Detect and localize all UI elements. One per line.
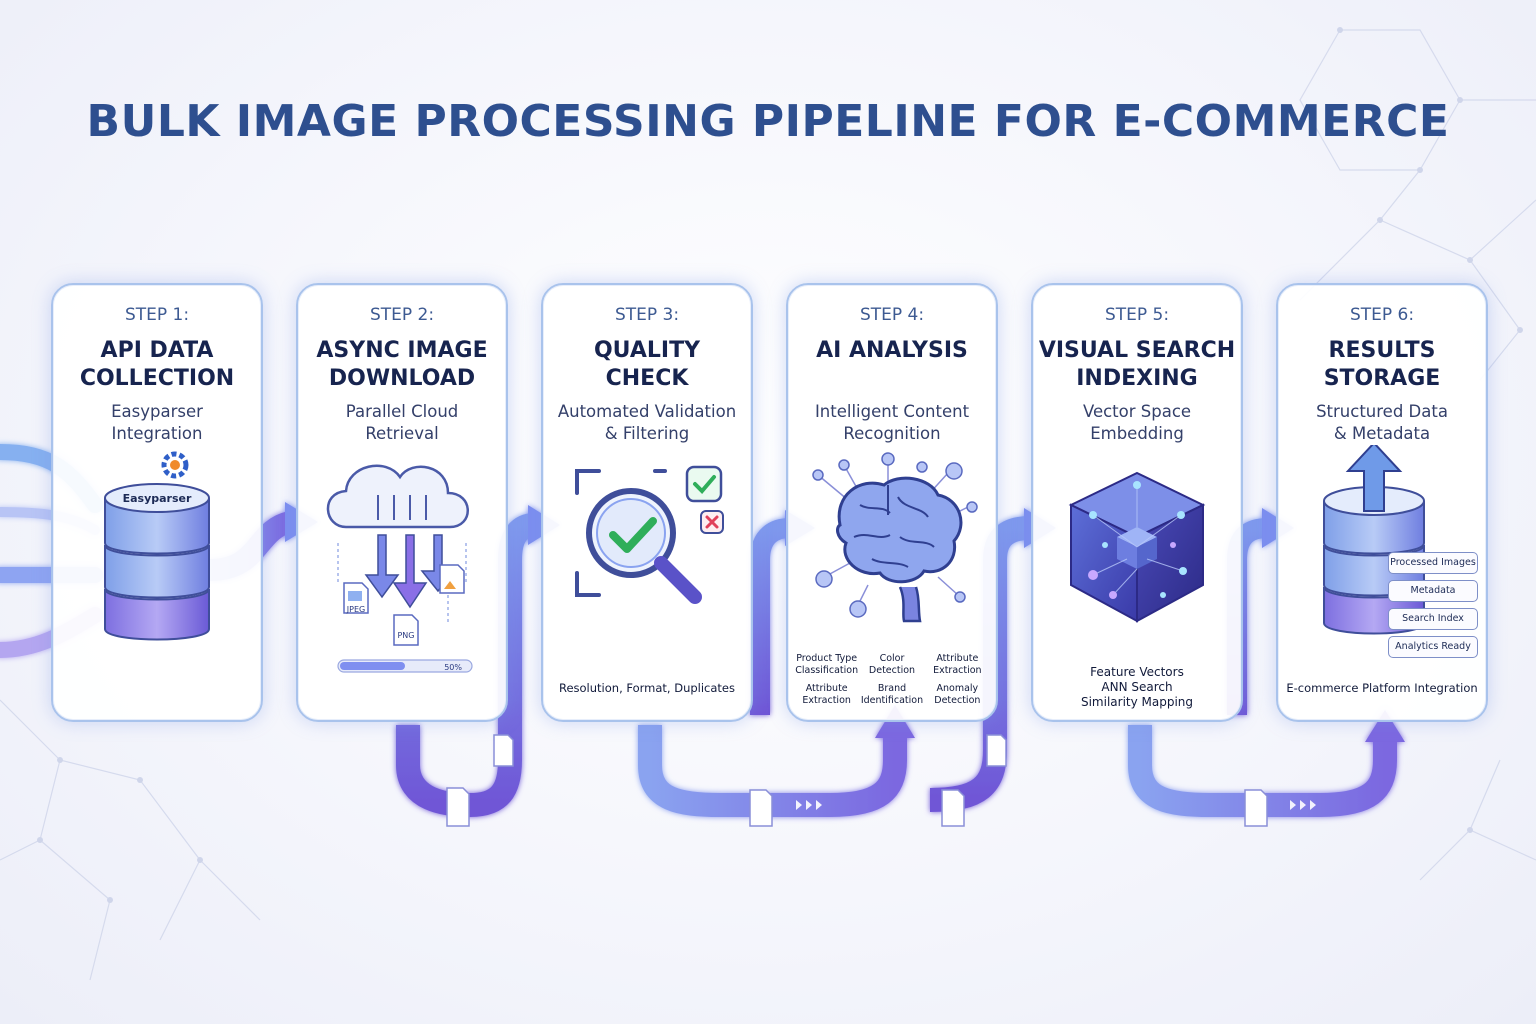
step-3-card: STEP 3: QUALITY CHECK Automated Validati… — [541, 283, 753, 722]
storage-tags: Processed Images Metadata Search Index A… — [1388, 552, 1478, 664]
step-title: AI ANALYSIS — [788, 337, 996, 365]
step-subtitle-line: Integration — [111, 424, 203, 443]
page-title: BULK IMAGE PROCESSING PIPELINE FOR E-COM… — [86, 96, 1450, 147]
step-subtitle-line: Vector Space — [1082, 402, 1192, 421]
step-subtitle-line: & Metadata — [1333, 424, 1431, 443]
step-title-line: AI ANALYSIS — [816, 338, 968, 363]
step-6-card: STEP 6: RESULTS STORAGE Structured Data … — [1276, 283, 1488, 722]
step-title-line: API DATA — [100, 338, 214, 363]
step-subtitle-line: Structured Data — [1316, 402, 1448, 421]
step-subtitle-line: Recognition — [843, 424, 941, 443]
step-title: QUALITY CHECK — [543, 337, 751, 393]
step-subtitle: Structured Data & Metadata — [1278, 401, 1486, 445]
tag-metadata: Metadata — [1388, 580, 1478, 602]
step-title: VISUAL SEARCH INDEXING — [1033, 337, 1241, 393]
step-title-line: CHECK — [605, 366, 689, 391]
step-title-line: VISUAL SEARCH — [1038, 338, 1236, 363]
document-markers — [446, 734, 1268, 827]
vector-cube-icon — [1068, 471, 1206, 623]
download-progress-label: 50% — [444, 663, 462, 672]
step-5-card: STEP 5: VISUAL SEARCH INDEXING Vector Sp… — [1031, 283, 1243, 722]
easyparser-logo-label: Easyparser — [123, 492, 192, 505]
step-2-card: STEP 2: ASYNC IMAGE DOWNLOAD Parallel Cl… — [296, 283, 508, 722]
brain-network-icon — [812, 452, 978, 623]
tag-analytics-ready: Analytics Ready — [1388, 636, 1478, 658]
step-subtitle-line: Intelligent Content — [814, 402, 970, 421]
step-label: STEP 3: — [614, 305, 680, 325]
step-label: STEP 5: — [1104, 305, 1170, 325]
step-subtitle: Easyparser Integration — [53, 401, 261, 445]
database-with-gear-icon: Easyparser — [104, 451, 210, 641]
step-title: RESULTS STORAGE — [1278, 337, 1486, 393]
step-3-footnote: Resolution, Format, Duplicates — [558, 681, 735, 695]
step-title-line: INDEXING — [1076, 366, 1198, 391]
footnote-line: ANN Search — [1101, 680, 1173, 694]
step-subtitle-line: Easyparser — [111, 402, 203, 421]
chevron-markers — [796, 800, 1316, 810]
step-title-line: STORAGE — [1323, 366, 1441, 391]
step-subtitle-line: Retrieval — [365, 424, 439, 443]
step-title: ASYNC IMAGE DOWNLOAD — [298, 337, 506, 393]
tag-processed-images: Processed Images — [1388, 552, 1478, 574]
step-subtitle-line: Embedding — [1090, 424, 1184, 443]
step-subtitle-line: & Filtering — [604, 424, 690, 443]
step-subtitle-line: Automated Validation — [557, 402, 737, 421]
step-subtitle: Intelligent Content Recognition — [788, 401, 996, 445]
step-label: STEP 6: — [1349, 305, 1415, 325]
step-title-line: COLLECTION — [79, 366, 235, 391]
magnifier-check-icon — [575, 465, 724, 604]
step-subtitle: Vector Space Embedding — [1033, 401, 1241, 445]
step-label: STEP 1: — [124, 305, 190, 325]
footnote-line: Similarity Mapping — [1080, 695, 1194, 709]
png-file-label: PNG — [397, 631, 414, 640]
step-title-line: RESULTS — [1328, 338, 1436, 363]
step-6-footnote: E-commerce Platform Integration — [1286, 681, 1478, 695]
download-progress-fill — [340, 662, 405, 670]
step-1-card: STEP 1: API DATA COLLECTION Easyparser I… — [51, 283, 263, 722]
step-title-line: DOWNLOAD — [328, 366, 476, 391]
step-subtitle-line: Parallel Cloud — [345, 402, 459, 421]
step-subtitle: Parallel Cloud Retrieval — [298, 401, 506, 445]
jpeg-file-label: JPEG — [346, 605, 365, 614]
step-label: STEP 4: — [859, 305, 925, 325]
tag-search-index: Search Index — [1388, 608, 1478, 630]
step-label: STEP 2: — [369, 305, 435, 325]
cloud-download-icon: JPEG PNG 50% — [326, 464, 473, 673]
step-4-card: STEP 4: AI ANALYSIS Intelligent Content … — [786, 283, 998, 722]
step-title-line: ASYNC IMAGE — [316, 338, 488, 363]
step-title: API DATA COLLECTION — [53, 337, 261, 393]
step-5-footnote: Feature Vectors ANN Search Similarity Ma… — [1033, 665, 1241, 710]
step-title-line: QUALITY — [593, 338, 701, 363]
step-subtitle: Automated Validation & Filtering — [543, 401, 751, 445]
footnote-line: Feature Vectors — [1090, 665, 1184, 679]
